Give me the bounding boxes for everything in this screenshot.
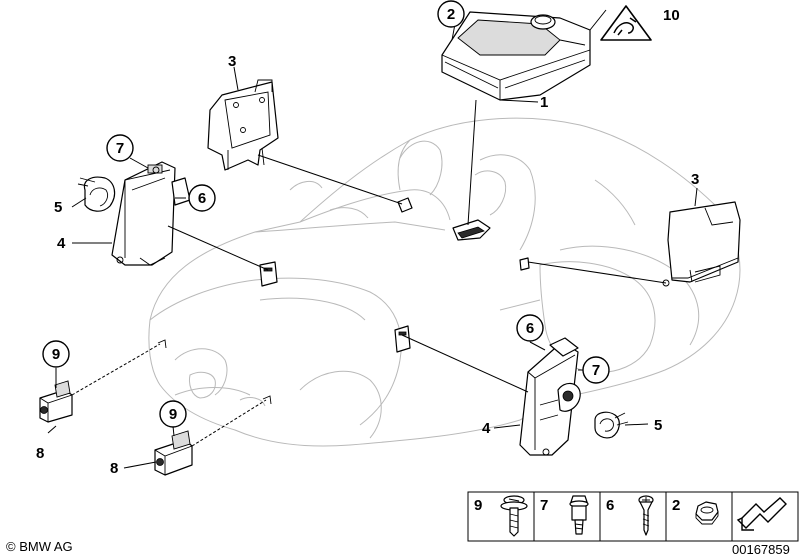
crash-sensor-lower: [154, 430, 193, 476]
legend-item-7: 7: [540, 497, 548, 514]
callout-8-lower: 8: [110, 460, 118, 477]
diagram-id: 00167859: [732, 542, 790, 557]
legend-item-2: 2: [672, 497, 680, 514]
svg-text:6: 6: [526, 320, 534, 337]
collar-bolt-icon: [569, 495, 589, 535]
callout-1: 1: [540, 94, 548, 111]
svg-text:7: 7: [116, 140, 124, 157]
connector-door: [394, 325, 411, 353]
screw-icon: [638, 495, 654, 536]
callout-9-lower: 9: [159, 400, 187, 428]
warning-label-icon: [589, 5, 652, 41]
svg-text:2: 2: [447, 6, 455, 23]
copyright-text: © BMW AG: [6, 539, 73, 554]
sensor-stud-upper: [157, 339, 167, 349]
svg-text:9: 9: [52, 346, 60, 363]
direction-arrow-icon: [736, 497, 787, 531]
legend-item-9: 9: [474, 497, 482, 514]
callout-7-left: 7: [106, 134, 134, 162]
callout-2: 2: [437, 0, 465, 28]
mounting-bracket-upper: [207, 79, 279, 171]
leader-lines: [47, 23, 698, 469]
clip-ring-right: [594, 411, 629, 439]
clip-b-pillar: [519, 257, 530, 271]
svg-text:7: 7: [592, 362, 600, 379]
callout-6-right: 6: [516, 314, 544, 342]
screw-washer-icon: [500, 495, 528, 537]
callout-8-upper: 8: [36, 445, 44, 462]
callout-5-right: 5: [654, 417, 662, 434]
crash-sensor-upper: [39, 380, 73, 423]
side-sensor-left: [111, 161, 191, 266]
clip-ring-left: [77, 176, 116, 212]
hex-nut-icon: [695, 501, 719, 525]
callout-4-right: 4: [482, 420, 491, 437]
side-sensor-right: [519, 337, 581, 456]
callout-9-upper: 9: [42, 340, 70, 368]
callout-6-left: 6: [188, 184, 216, 212]
callout-4-left: 4: [57, 235, 66, 252]
seat-module: [452, 219, 491, 241]
callout-3-top: 3: [228, 53, 236, 70]
connector-dashboard: [259, 261, 278, 287]
legend-item-6: 6: [606, 497, 614, 514]
clip-tunnel: [397, 197, 413, 213]
sensor-cover-right: [662, 201, 741, 287]
airbag-control-unit: [441, 11, 591, 101]
callout-10: 10: [663, 7, 680, 24]
fastener-legend: 9 7 6 2: [467, 491, 799, 542]
sensor-stud-lower: [262, 395, 272, 405]
callout-5-left: 5: [54, 199, 62, 216]
callout-7-right: 7: [582, 356, 610, 384]
svg-text:6: 6: [198, 190, 206, 207]
callout-3-right: 3: [691, 171, 699, 188]
svg-text:9: 9: [169, 406, 177, 423]
car-outline: [148, 117, 741, 447]
